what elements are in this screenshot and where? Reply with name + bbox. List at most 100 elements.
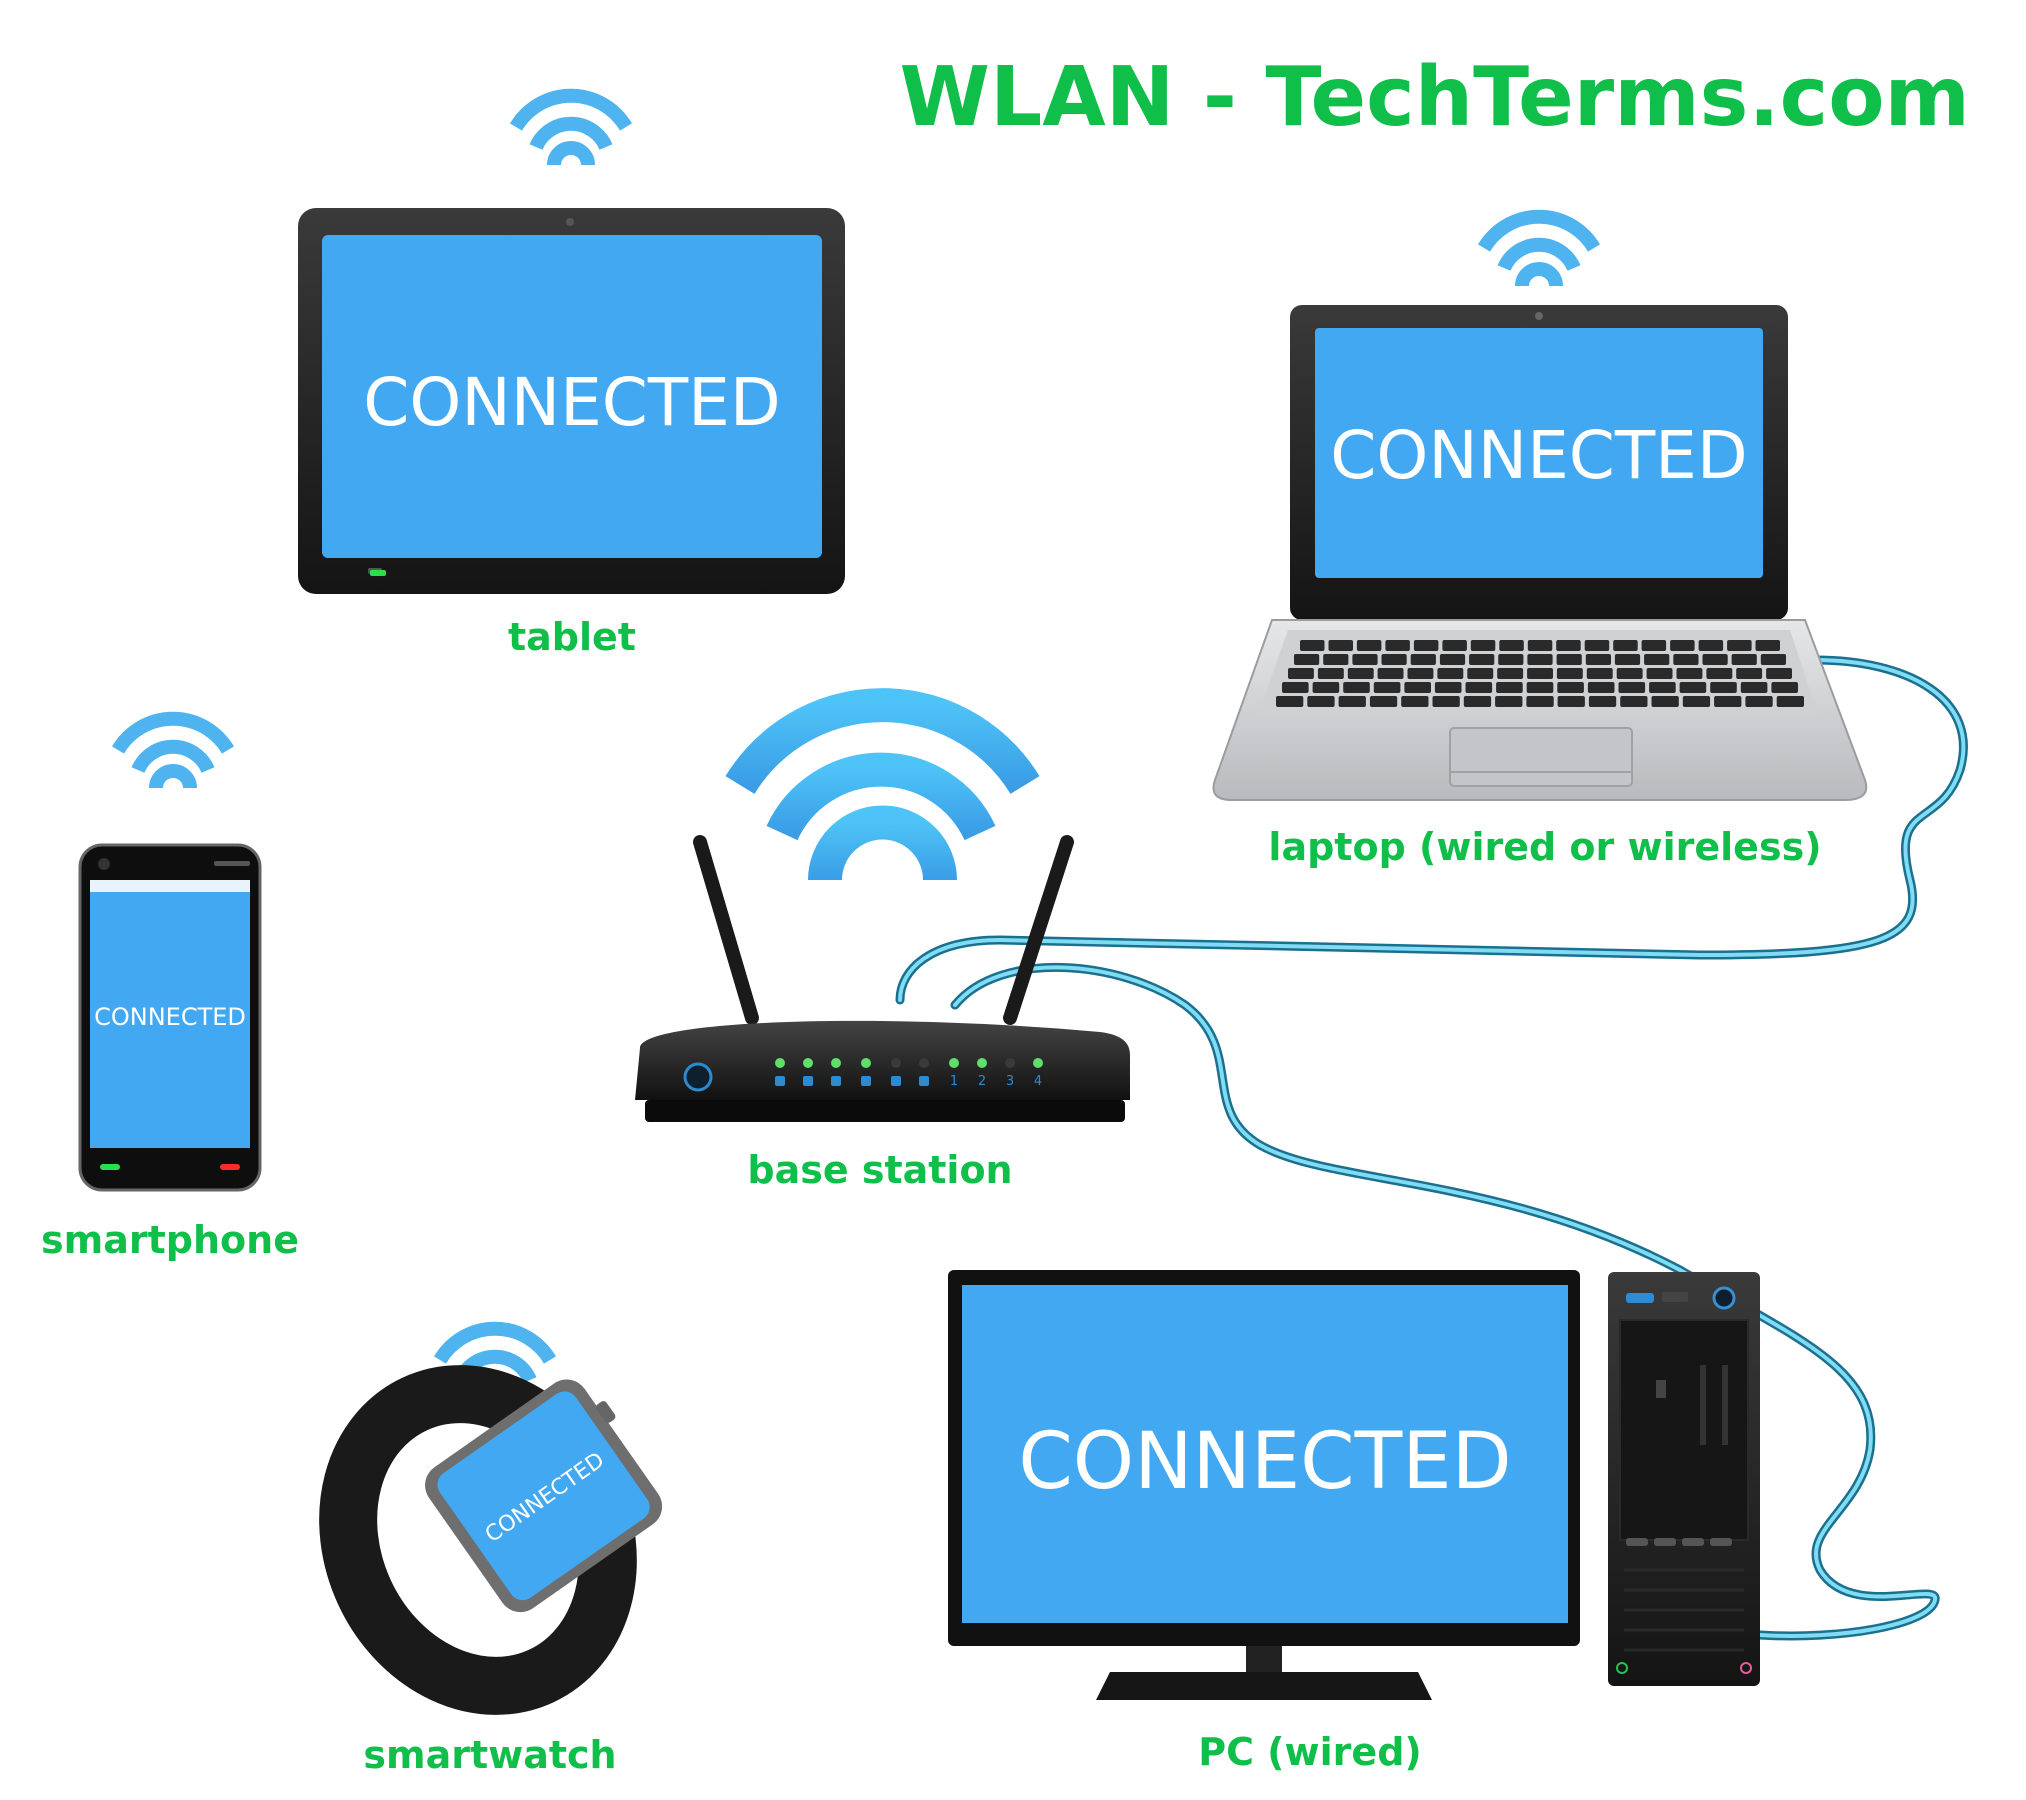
tablet-status-light: [370, 570, 386, 576]
laptop-key: [1614, 654, 1641, 665]
laptop-key: [1343, 682, 1370, 693]
router-status-led: [861, 1058, 871, 1068]
pc-usb-port: [1654, 1538, 1676, 1546]
laptop-key: [1432, 696, 1460, 707]
laptop-key: [1369, 696, 1398, 707]
router-port-4-label: 4: [1034, 1074, 1042, 1089]
laptop-key: [1679, 682, 1707, 693]
router-status-led: [977, 1058, 987, 1068]
laptop-key: [1385, 640, 1410, 651]
laptop-screen-text: CONNECTED: [1330, 417, 1747, 494]
smartwatch-device: CONNECTED smartwatch: [319, 1321, 663, 1777]
laptop-key: [1469, 654, 1495, 665]
laptop-device: CONNECTED laptop (wired or wireless): [1212, 209, 1868, 869]
laptop-key: [1373, 682, 1401, 693]
router-status-led: [1033, 1058, 1043, 1068]
laptop-key: [1673, 654, 1699, 665]
smartphone-call-button: [100, 1164, 120, 1170]
router-status-led: [1005, 1058, 1015, 1068]
laptop-cable: [895, 655, 1968, 1005]
laptop-key: [1312, 682, 1340, 693]
laptop-key: [1294, 654, 1320, 665]
laptop-key: [1352, 654, 1378, 665]
laptop-key: [1410, 654, 1436, 665]
router-status-led: [803, 1058, 813, 1068]
router-base: [645, 1100, 1125, 1122]
smartwatch-face: CONNECTED: [425, 1379, 663, 1613]
laptop-key: [1649, 682, 1676, 693]
laptop-key: [1755, 640, 1780, 651]
smartphone-camera: [98, 858, 110, 870]
laptop-key: [1586, 668, 1613, 679]
laptop-key: [1527, 654, 1553, 665]
laptop-key: [1710, 682, 1737, 693]
laptop-key: [1731, 654, 1757, 665]
pc-monitor-screen: [962, 1285, 1568, 1623]
tablet-screen-text: CONNECTED: [363, 364, 780, 441]
laptop-key: [1676, 668, 1703, 679]
router-led-symbol-icon: [891, 1076, 901, 1086]
pc-monitor-neck: [1246, 1646, 1282, 1672]
laptop-key: [1276, 696, 1304, 707]
laptop-key: [1556, 668, 1583, 679]
tablet-label: tablet: [508, 615, 636, 659]
laptop-key: [1771, 682, 1798, 693]
pc-usb-port: [1710, 1538, 1732, 1546]
laptop-key: [1465, 682, 1493, 693]
laptop-key: [1736, 668, 1763, 679]
router-power-button: [683, 1062, 713, 1092]
router-led-symbol-icon: [775, 1076, 785, 1086]
laptop-key: [1307, 696, 1335, 707]
router-port-1-label: 1: [950, 1074, 958, 1089]
pc-usb-port: [1626, 1538, 1648, 1546]
laptop-key: [1404, 682, 1431, 693]
laptop-key: [1587, 682, 1615, 693]
laptop-key: [1463, 696, 1492, 707]
laptop-key: [1496, 682, 1523, 693]
pc-screen-text: CONNECTED: [1018, 1417, 1511, 1507]
laptop-key: [1437, 668, 1464, 679]
laptop-key: [1288, 668, 1314, 679]
wifi-signal-icon: [509, 88, 633, 166]
laptop-key: [1434, 682, 1462, 693]
router-port-2-label: 2: [978, 1074, 986, 1089]
laptop-key: [1706, 668, 1733, 679]
wifi-signal-icon: [1477, 209, 1601, 287]
router-led-symbol-icon: [861, 1076, 871, 1086]
laptop-key: [1467, 668, 1494, 679]
smartphone-device: CONNECTED smartphone: [41, 711, 299, 1262]
laptop-key: [1526, 696, 1554, 707]
laptop-label: laptop (wired or wireless): [1268, 825, 1821, 869]
router-device: 1 2 3 4 base station: [635, 688, 1130, 1192]
router-antenna-left: [693, 835, 759, 1025]
laptop-key: [1338, 696, 1366, 707]
laptop-key: [1323, 654, 1349, 665]
router-status-led: [949, 1058, 959, 1068]
pc-audio-jack: [1616, 1662, 1628, 1674]
laptop-key: [1282, 682, 1309, 693]
smartphone-screen-text: CONNECTED: [94, 1003, 246, 1031]
laptop-key: [1377, 668, 1404, 679]
router-led-symbol-icon: [831, 1076, 841, 1086]
laptop-key: [1740, 682, 1768, 693]
router-led-panel: [775, 1058, 1043, 1086]
router-led-symbol-icon: [803, 1076, 813, 1086]
laptop-key: [1670, 640, 1695, 651]
laptop-key: [1682, 696, 1711, 707]
smartphone-label: smartphone: [41, 1218, 299, 1262]
router-status-led: [775, 1058, 785, 1068]
laptop-key: [1766, 668, 1792, 679]
laptop-key: [1442, 640, 1467, 651]
laptop-key: [1584, 640, 1610, 651]
router-antenna-right: [1003, 835, 1074, 1025]
laptop-key: [1714, 696, 1742, 707]
pc-mic-jack: [1740, 1662, 1752, 1674]
laptop-camera: [1535, 312, 1543, 320]
router-label: base station: [747, 1148, 1012, 1192]
laptop-key: [1401, 696, 1429, 707]
pc-monitor-stand: [1096, 1672, 1432, 1700]
laptop-key: [1527, 640, 1553, 651]
laptop-key: [1495, 696, 1523, 707]
laptop-key: [1317, 668, 1344, 679]
laptop-key: [1556, 654, 1582, 665]
